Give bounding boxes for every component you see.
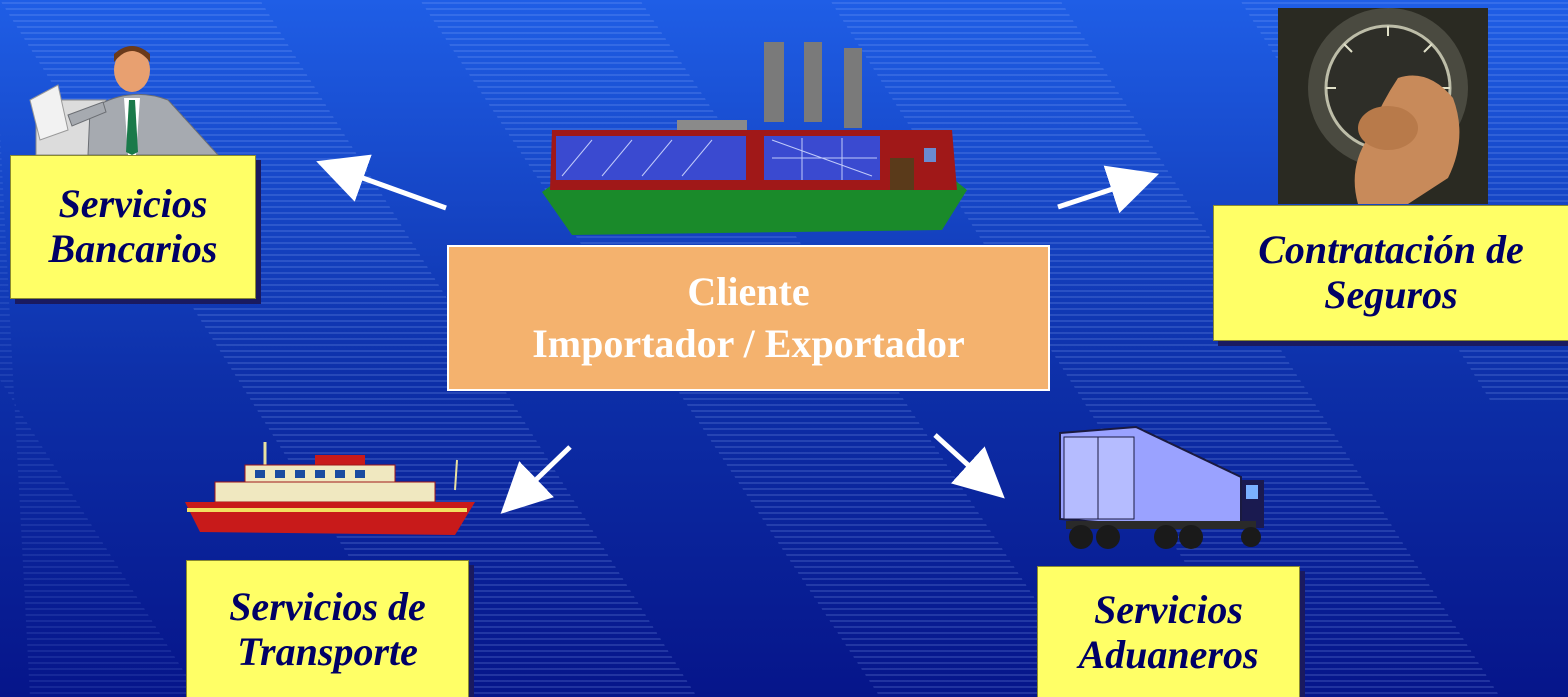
center-subtitle: Importador / Exportador xyxy=(532,321,965,366)
arrow-to-seguros xyxy=(1057,165,1159,214)
factory-icon xyxy=(542,42,967,235)
service-label-line2: Transporte xyxy=(237,628,418,674)
service-label-line2: Aduaneros xyxy=(1078,631,1259,677)
service-label-line1: Servicios de xyxy=(229,583,426,629)
service-label-line2: Seguros xyxy=(1324,272,1458,317)
service-label-line1: Servicios xyxy=(1094,586,1243,632)
truck-icon xyxy=(1059,425,1264,549)
service-box-aduaneros: Servicios Aduaneros xyxy=(1037,566,1300,697)
banker-icon xyxy=(29,46,219,155)
arrow-to-transporte xyxy=(500,445,572,514)
ship-icon xyxy=(185,442,475,535)
center-title: Cliente xyxy=(687,269,810,314)
service-label-line1: Contratación de xyxy=(1258,227,1524,273)
service-label-line1: Servicios xyxy=(58,181,208,227)
service-box-bancarios: Servicios Bancarios xyxy=(10,155,256,299)
arrow-to-bancarios xyxy=(316,154,447,211)
service-label-line2: Bancarios xyxy=(48,226,218,271)
center-client-box: Cliente Importador / Exportador xyxy=(447,245,1050,391)
service-box-seguros: Contratación de Seguros xyxy=(1213,205,1568,341)
service-box-transporte: Servicios de Transporte xyxy=(186,560,469,697)
arrow-to-aduaneros xyxy=(933,433,1005,499)
safe-dial-icon xyxy=(1278,8,1488,204)
